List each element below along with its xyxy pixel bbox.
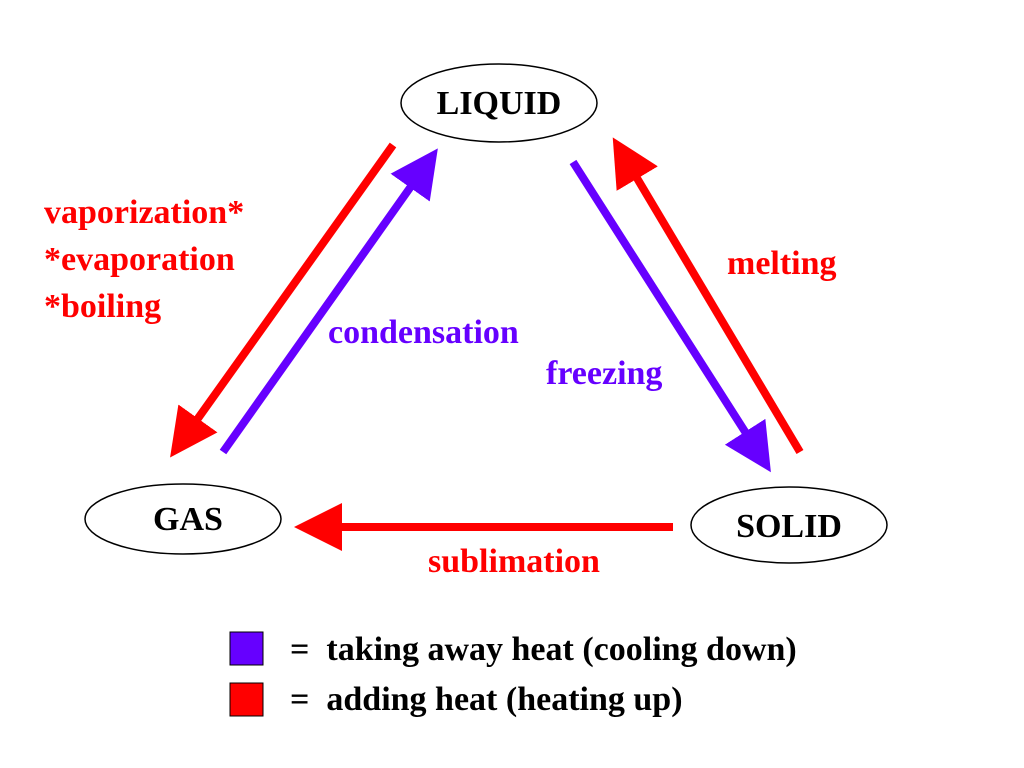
node-liquid-ellipse [400, 63, 598, 143]
node-gas-ellipse [84, 483, 282, 555]
node-gas: GAS [84, 483, 282, 555]
node-solid-label: SOLID [736, 508, 842, 545]
vaporization-arrow [170, 142, 397, 458]
node-liquid-label: LIQUID [437, 85, 562, 122]
freezing-arrow [569, 159, 771, 473]
legend: = taking away heat (cooling down) = addi… [229, 631, 797, 718]
freezing-label: freezing [546, 355, 662, 392]
boiling-label: *boiling [44, 288, 161, 325]
node-solid: SOLID [690, 486, 888, 564]
node-gas-label: GAS [153, 501, 223, 538]
condensation-arrow [219, 148, 438, 455]
vaporization-label: vaporization* [44, 194, 244, 231]
legend-cooling-label: = taking away heat (cooling down) [290, 631, 797, 668]
evaporation-label: *evaporation [44, 241, 235, 278]
legend-heating-label: = adding heat (heating up) [290, 681, 683, 718]
condensation-label: condensation [328, 314, 519, 351]
node-liquid: LIQUID [400, 63, 598, 143]
melting-label: melting [727, 245, 837, 282]
sublimation-label: sublimation [428, 543, 600, 580]
melting-arrow [612, 137, 804, 455]
legend-heating-swatch [229, 682, 264, 717]
node-solid-ellipse [690, 486, 888, 564]
legend-cooling-swatch [229, 631, 264, 666]
